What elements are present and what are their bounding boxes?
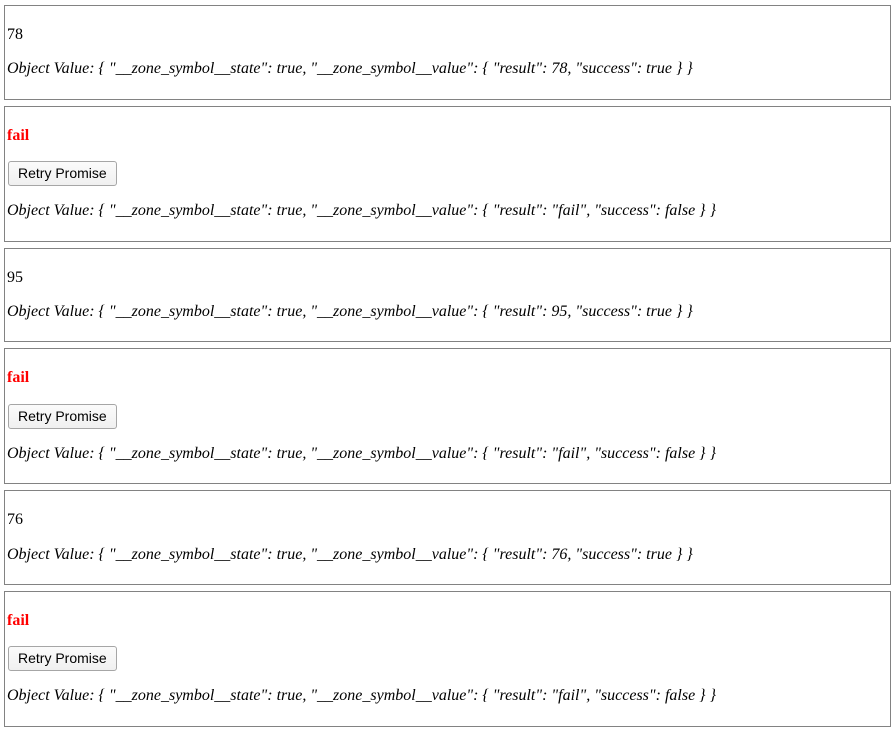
object-value-text: Object Value: { "__zone_symbol__state": … [7, 545, 693, 563]
promise-result-value: 78 [7, 26, 23, 43]
object-value-text: Object Value: { "__zone_symbol__state": … [7, 687, 716, 705]
retry-promise-button[interactable]: Retry Promise [8, 161, 117, 187]
retry-promise-button[interactable]: Retry Promise [8, 403, 117, 429]
promise-card-4: fail Retry Promise Object Value: { "__zo… [4, 348, 891, 485]
object-value-text: Object Value: { "__zone_symbol__state": … [7, 202, 716, 220]
promise-result-value: fail [7, 611, 30, 629]
promise-result-value: 76 [7, 511, 23, 529]
object-value-text: Object Value: { "__zone_symbol__state": … [7, 302, 693, 320]
promise-card-3: 95 Object Value: { "__zone_symbol__state… [4, 247, 891, 343]
promise-result-value: 95 [7, 268, 23, 286]
promise-result-value: fail [7, 126, 30, 144]
promise-card-1: 78 Object Value: { "__zone_symbol__state… [4, 5, 891, 100]
promise-result-value: fail [7, 369, 30, 387]
promise-card-2: fail Retry Promise Object Value: { "__zo… [4, 105, 891, 242]
promise-card-5: 76 Object Value: { "__zone_symbol__state… [4, 490, 891, 585]
promise-card-6: fail Retry Promise Object Value: { "__zo… [4, 590, 891, 727]
object-value-text: Object Value: { "__zone_symbol__state": … [7, 444, 716, 462]
object-value-text: Object Value: { "__zone_symbol__state": … [7, 60, 693, 78]
retry-promise-button[interactable]: Retry Promise [8, 646, 117, 672]
